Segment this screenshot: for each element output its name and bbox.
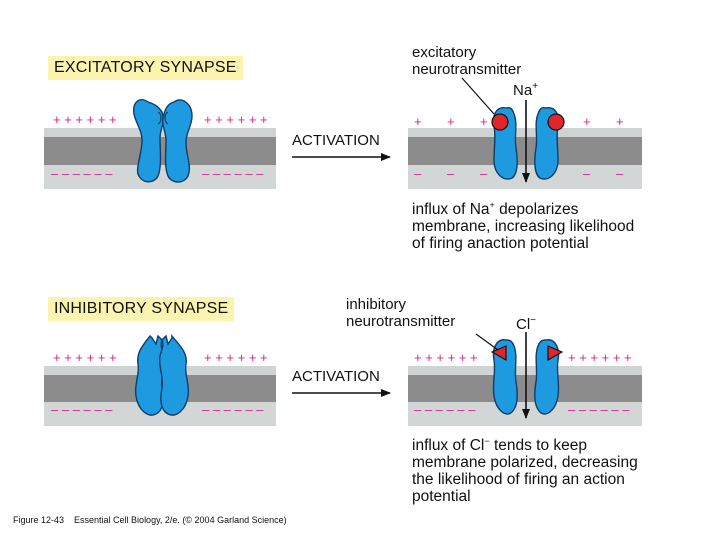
positive-charges-left: + + + + + + xyxy=(53,112,117,127)
svg-text:–: – xyxy=(583,166,591,181)
excitatory-desc-superscript: + xyxy=(489,200,495,210)
sodium-ion-charge: + xyxy=(532,81,539,92)
negative-charges-left: – – – – – – xyxy=(51,166,113,181)
svg-text:+: + xyxy=(447,114,455,129)
inhibitory-desc-line1: influx of Cl xyxy=(412,437,485,455)
svg-text:+ + + + + +: + + + + + + xyxy=(53,350,117,365)
excitatory-desc-line1: influx of Na xyxy=(412,201,490,219)
inhibitory-neurotransmitter-label: inhibitory neurotransmitter xyxy=(346,296,455,330)
excitatory-neurotransmitter-molecule xyxy=(491,113,509,131)
negative-charges-right: – – – – – – xyxy=(202,166,264,181)
svg-text:– – – – – –: – – – – – – xyxy=(414,402,476,417)
inhibitory-desc-superscript: − xyxy=(484,436,490,446)
excitatory-desc-line1-rest: depolarizes xyxy=(494,201,579,219)
svg-text:+: + xyxy=(480,114,488,129)
sodium-ion-label: Na+ xyxy=(513,78,538,99)
inhibitory-activation-label: ACTIVATION xyxy=(292,368,380,385)
svg-text:+ + + + + +: + + + + + + xyxy=(204,350,268,365)
excitatory-activation-label: ACTIVATION xyxy=(292,132,380,149)
inhibitory-description: influx of Cl− tends to keep membrane pol… xyxy=(412,433,638,505)
inhibitory-activated-charges: + + + + + + + + + + + + – – – – – – – – … xyxy=(414,350,632,417)
svg-text:–: – xyxy=(414,166,422,181)
excitatory-pointer-line xyxy=(461,77,495,115)
excitatory-neurotransmitter-label: excitatory neurotransmitter xyxy=(412,44,521,78)
excitatory-neurotransmitter-line1: excitatory xyxy=(412,44,477,61)
svg-text:– – – – – –: – – – – – – xyxy=(51,402,113,417)
svg-text:+: + xyxy=(583,114,591,129)
figure-caption: Figure 12-43 Essential Cell Biology, 2/e.… xyxy=(13,515,287,525)
svg-text:+: + xyxy=(616,114,624,129)
chloride-ion-charge: − xyxy=(530,315,537,326)
inhibitory-desc-line4: potential xyxy=(412,488,471,506)
inhibitory-desc-line1-rest: tends to keep xyxy=(489,437,588,455)
inhibitory-resting-charges: + + + + + + + + + + + + – – – – – – – – … xyxy=(51,350,268,417)
svg-text:– – – – – –: – – – – – – xyxy=(568,402,630,417)
excitatory-desc-line3: of firing anaction potential xyxy=(412,235,589,253)
excitatory-neurotransmitter-line2: neurotransmitter xyxy=(412,61,522,78)
chloride-ion-symbol: Cl xyxy=(516,316,531,333)
inhibitory-neurotransmitter-molecule xyxy=(547,345,564,362)
inhibitory-resting-channel xyxy=(134,333,190,416)
figure-number: Figure 12-43 xyxy=(13,515,65,525)
inhibitory-desc-line3: the likelihood of firing an action xyxy=(412,471,625,489)
excitatory-activated-membrane xyxy=(408,128,642,189)
svg-text:– – – – – –: – – – – – – xyxy=(202,402,264,417)
excitatory-description: influx of Na+ depolarizes membrane, incr… xyxy=(412,197,634,252)
inhibitory-neurotransmitter-molecule xyxy=(490,345,507,362)
excitatory-synapse-title: EXCITATORY SYNAPSE xyxy=(48,56,243,80)
svg-text:–: – xyxy=(616,166,624,181)
excitatory-activated-charges: + + + + + – – – – – xyxy=(414,114,624,181)
inhibitory-activated-membrane xyxy=(408,366,642,426)
excitatory-resting-channel xyxy=(133,98,193,183)
excitatory-neurotransmitter-molecule xyxy=(547,113,565,131)
inhibitory-open-channel xyxy=(492,339,560,415)
excitatory-resting-charges: + + + + + + + + + + + + – – – – – – – – … xyxy=(51,112,268,181)
caption-text: Essential Cell Biology, 2/e. (© 2004 Gar… xyxy=(74,515,287,525)
svg-text:+ + + + + +: + + + + + + xyxy=(568,350,632,365)
excitatory-desc-line2: membrane, increasing likelihood xyxy=(412,218,635,236)
inhibitory-neurotransmitter-line1: inhibitory xyxy=(346,296,407,313)
inhibitory-synapse-title: INHIBITORY SYNAPSE xyxy=(48,297,235,321)
svg-text:–: – xyxy=(480,166,488,181)
inhibitory-neurotransmitter-line2: neurotransmitter xyxy=(346,313,456,330)
svg-text:+ + + + + +: + + + + + + xyxy=(414,350,478,365)
positive-charges-right: + + + + + + xyxy=(204,112,268,127)
svg-text:+: + xyxy=(414,114,422,129)
inhibitory-desc-line2: membrane polarized, decreasing xyxy=(412,454,638,472)
chloride-ion-label: Cl− xyxy=(516,312,536,333)
inhibitory-pointer-line xyxy=(475,333,499,351)
sodium-ion-symbol: Na xyxy=(513,82,533,99)
svg-text:–: – xyxy=(447,166,455,181)
